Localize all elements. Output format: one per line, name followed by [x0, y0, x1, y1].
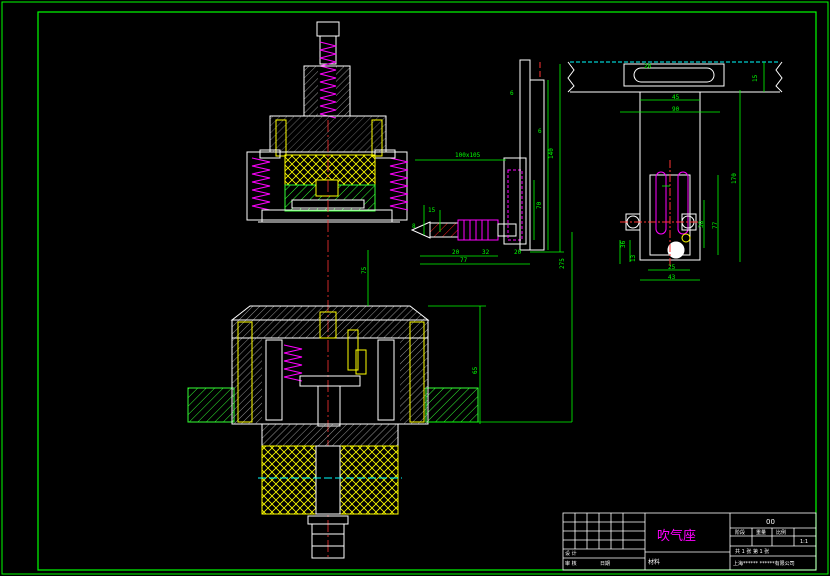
dim-15: 15	[428, 207, 436, 214]
company-name: 上海****** ******有限公司	[733, 560, 795, 567]
lower-assembly	[187, 305, 479, 559]
material-label: 材料	[648, 558, 660, 566]
dimension-labels: 100x105 140 70 6 6 8 15 20 32 20 77 75 2…	[361, 63, 759, 374]
title-block	[562, 512, 817, 571]
design-label: 设 计	[565, 550, 577, 557]
part-name: 吹气座	[657, 528, 696, 544]
sheet-info: 共 1 张 第 1 张	[735, 548, 769, 555]
dim-38: 38	[698, 220, 705, 228]
inner-frame	[37, 11, 817, 571]
dim-275: 275	[559, 258, 566, 269]
col-stage: 阶段	[735, 529, 745, 536]
dim-15b: 15	[752, 74, 759, 82]
dim-77a: 77	[460, 257, 468, 264]
dim-70: 70	[536, 201, 543, 209]
dim-13: 13	[630, 254, 637, 262]
dim-45: 45	[672, 94, 680, 101]
dim-20b: 20	[514, 249, 522, 256]
dim-25: 25	[668, 264, 676, 271]
dim-77b: 77	[712, 221, 719, 229]
title-block-text: 吹气座 00 材料 上海****** ******有限公司 阶段 重量 比例 1…	[565, 518, 808, 567]
dim-36: 36	[620, 240, 627, 248]
drawing-code: 00	[766, 518, 775, 526]
dim-140: 140	[548, 148, 555, 159]
dim-32: 32	[482, 249, 490, 256]
dim-43: 43	[668, 274, 676, 281]
dim-20a: 20	[452, 249, 460, 256]
nozzle-assembly	[410, 59, 545, 251]
dim-6b: 6	[538, 128, 542, 135]
date-label: 日期	[600, 561, 610, 567]
dim-75: 75	[361, 266, 368, 274]
top-spring	[319, 41, 337, 119]
dim-28: 28	[644, 63, 652, 70]
dim-6a: 6	[510, 90, 514, 97]
side-view	[567, 61, 783, 268]
dim-170: 170	[731, 173, 738, 184]
col-weight: 重量	[756, 529, 766, 536]
dim-8: 8	[412, 223, 416, 230]
check-label: 审 核	[565, 560, 577, 567]
ratio-value: 1:1	[800, 539, 808, 545]
dimension-lines	[367, 62, 765, 424]
dim-100x105: 100x105	[455, 152, 481, 159]
dim-90: 90	[672, 106, 680, 113]
upper-assembly	[246, 21, 409, 223]
col-ratio: 比例	[776, 529, 786, 536]
dim-65: 65	[472, 366, 479, 374]
